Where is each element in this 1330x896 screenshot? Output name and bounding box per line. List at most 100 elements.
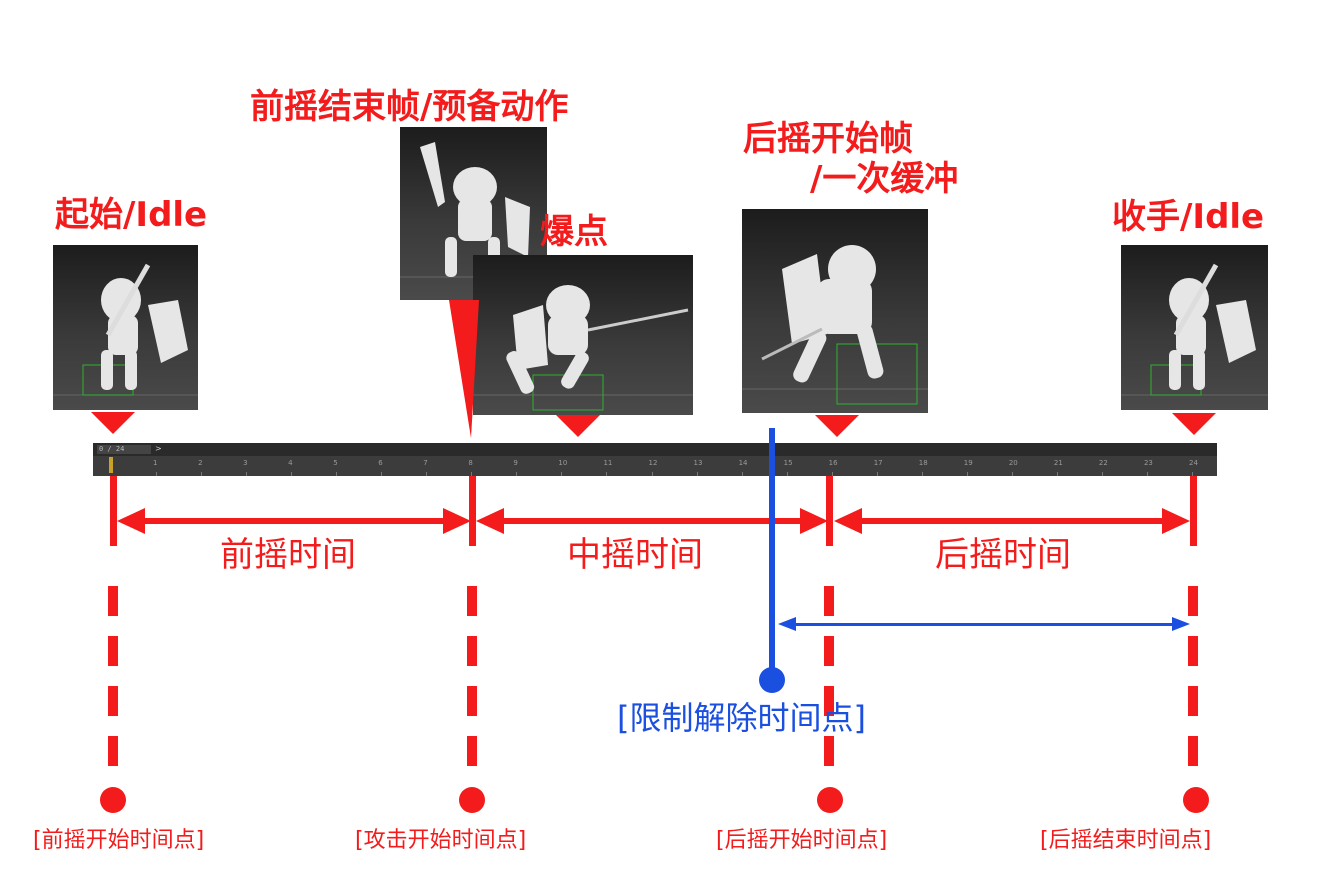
timeline-tick	[786, 472, 788, 476]
timeline-tick	[516, 472, 518, 476]
timeline-tick-label: 4	[288, 459, 293, 467]
pointer-windup	[449, 300, 479, 438]
start-frame-image	[53, 245, 198, 410]
timeline-next-arrow[interactable]: >	[155, 444, 162, 453]
dashed-segment	[1188, 686, 1198, 716]
windup-frame-image	[400, 127, 547, 300]
timeline-tick	[1101, 472, 1103, 476]
timeline-tick	[1011, 472, 1013, 476]
label-start: 起始/Idle	[55, 195, 208, 235]
pointer-impact	[556, 415, 600, 437]
timeline-tick-label: 24	[1189, 459, 1198, 467]
label-windup-end: 前摇结束帧/预备动作	[250, 87, 569, 127]
phase-recovery-label: 后摇时间	[935, 535, 1071, 575]
timeline-tick	[876, 472, 878, 476]
timeline-tick-label: 5	[333, 459, 338, 467]
timeline-tick-label: 10	[558, 459, 568, 467]
dashed-segment	[467, 586, 477, 616]
timeline-tick	[291, 472, 293, 476]
pointer-start	[91, 412, 135, 434]
windup-arrow-line	[140, 518, 445, 524]
dashed-segment	[824, 736, 834, 766]
mid-arrow-line	[500, 518, 802, 524]
recovery-arrow-head-right	[1162, 508, 1190, 534]
timeline-tick-label: 12	[648, 459, 658, 467]
timeline-tick	[471, 472, 473, 476]
timeline-tick-label: 15	[783, 459, 793, 467]
windup-arrow-head-right	[443, 508, 471, 534]
timeline-tick	[696, 472, 698, 476]
timeline-tick	[651, 472, 653, 476]
dashed-segment	[1188, 636, 1198, 666]
dashed-segment	[108, 586, 118, 616]
timeline-tick	[1192, 472, 1193, 476]
label-attack-start-point: [攻击开始时间点]	[355, 828, 527, 853]
release-label: [限制解除时间点]	[617, 699, 866, 737]
label-recovery-start-point: [后摇开始时间点]	[716, 828, 888, 853]
dot-windup-start	[100, 787, 126, 813]
timeline-tick	[246, 472, 248, 476]
windup-arrow-head-left	[117, 508, 145, 534]
impact-frame-image	[473, 255, 693, 415]
recovery-frame-image	[742, 209, 928, 413]
release-dot	[759, 667, 785, 693]
pointer-recovery	[815, 415, 859, 437]
timeline-tick-label: 17	[873, 459, 883, 467]
dashed-segment	[467, 686, 477, 716]
timeline-tick	[1056, 472, 1058, 476]
phase-windup-label: 前摇时间	[220, 535, 356, 575]
timeline-tick-label: 6	[378, 459, 383, 467]
timeline-tick-label: 20	[1008, 459, 1018, 467]
phase-mid-label: 中摇时间	[567, 535, 703, 575]
timeline-tick-label: 21	[1053, 459, 1063, 467]
marker-line-recovery-end	[1190, 476, 1197, 546]
release-arrow-head-right	[1172, 617, 1190, 631]
timeline-tick	[381, 472, 383, 476]
timeline-tick	[426, 472, 428, 476]
frame-counter: 0 / 24	[97, 445, 151, 454]
dashed-segment	[108, 636, 118, 666]
recovery-arrow-head-left	[834, 508, 862, 534]
marker-line-windup-start	[110, 476, 117, 546]
dashed-segment	[824, 686, 834, 716]
dot-attack-start	[459, 787, 485, 813]
release-arrow-line	[792, 623, 1172, 626]
label-recovery-start-sub: /一次缓冲	[810, 159, 959, 199]
dashed-segment	[467, 736, 477, 766]
timeline-tick-label: 16	[828, 459, 838, 467]
timeline-tick-label: 19	[963, 459, 973, 467]
timeline-tick-label: 13	[693, 459, 703, 467]
release-arrow-head-left	[778, 617, 796, 631]
timeline-tick-label: 18	[918, 459, 928, 467]
timeline-tick	[966, 472, 968, 476]
timeline-tick-label: 14	[738, 459, 748, 467]
timeline-tick	[741, 472, 743, 476]
timeline-tick-label: 2	[198, 459, 203, 467]
label-impact: 爆点	[540, 212, 608, 252]
timeline-tick-label: 23	[1143, 459, 1153, 467]
timeline-tick-label: 11	[603, 459, 613, 467]
label-windup-start-point: [前摇开始时间点]	[33, 828, 205, 853]
timeline-scrubber[interactable]	[109, 457, 113, 473]
timeline-tick-label: 8	[468, 459, 473, 467]
recovery-arrow-line	[858, 518, 1163, 524]
marker-line-recovery-start	[826, 476, 833, 546]
end-frame-image	[1121, 245, 1268, 410]
release-vertical-line	[769, 428, 775, 680]
pointer-end	[1172, 413, 1216, 435]
label-recovery-end-point: [后摇结束时间点]	[1040, 828, 1212, 853]
dashed-segment	[1188, 736, 1198, 766]
dot-recovery-start	[817, 787, 843, 813]
dashed-segment	[108, 736, 118, 766]
dashed-segment	[1188, 586, 1198, 616]
timeline-tick	[831, 472, 833, 476]
timeline-tick	[921, 472, 923, 476]
dashed-segment	[108, 686, 118, 716]
marker-line-attack-start	[469, 476, 476, 546]
timeline-tick-label: 9	[513, 459, 518, 467]
timeline-tick	[1146, 472, 1148, 476]
timeline-tick-label: 22	[1098, 459, 1108, 467]
timeline-tick	[561, 472, 563, 476]
timeline-tick-label: 7	[423, 459, 428, 467]
